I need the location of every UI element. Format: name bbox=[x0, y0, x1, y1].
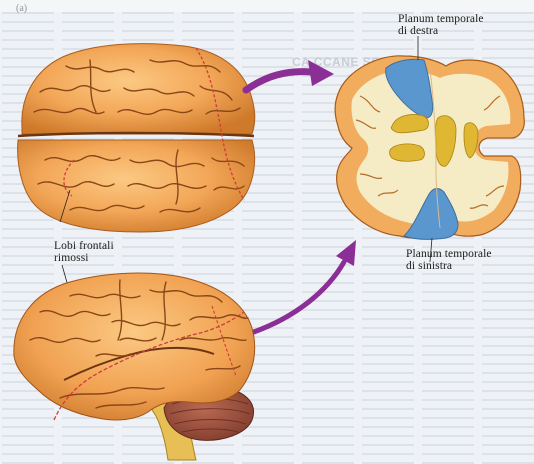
page-top-band bbox=[0, 0, 534, 12]
label-right-planum-temporale: Planum temporale di destra bbox=[398, 13, 484, 37]
label-frontal-lobes-removed: Lobi frontali rimossi bbox=[54, 240, 114, 264]
corner-mark: (a) bbox=[16, 3, 27, 14]
label-left-planum-temporale: Planum temporale di sinistra bbox=[406, 248, 492, 272]
cerebrum-side bbox=[14, 273, 255, 420]
